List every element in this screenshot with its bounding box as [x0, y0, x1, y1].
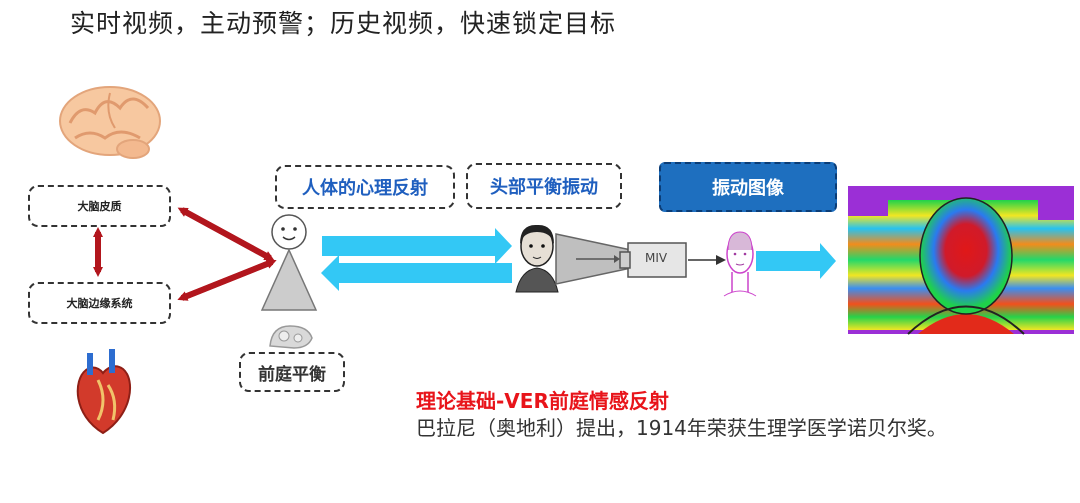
page-title: 实时视频，主动预警；历史视频，快速锁定目标: [70, 9, 617, 38]
camera-icon: [619, 242, 687, 278]
cortex-label: 大脑皮质: [77, 200, 122, 213]
cortex-box: 大脑皮质: [28, 185, 171, 227]
theory-title: 理论基础-VER前庭情感反射: [416, 389, 669, 413]
limbic-label: 大脑边缘系统: [66, 297, 133, 310]
psych-reflex-box: 人体的心理反射: [275, 165, 455, 209]
psych-reflex-label: 人体的心理反射: [302, 178, 428, 199]
brain-icon: [59, 86, 161, 159]
person-figure: [260, 214, 318, 311]
vestibular-box: 前庭平衡: [239, 352, 345, 392]
theory-description: 巴拉尼（奥地利）提出，1914年荣获生理学医学诺贝尔奖。: [416, 416, 947, 440]
vestibular-label: 前庭平衡: [258, 364, 326, 385]
vibration-image-box: 振动图像: [659, 162, 837, 212]
head-sketch: [723, 231, 757, 297]
vibration-image-label: 振动图像: [712, 178, 784, 199]
inner-ear-icon: [269, 325, 313, 349]
vibraimage-picture: [848, 186, 1074, 335]
camera-to-head-arrow: [688, 255, 726, 265]
woman-portrait: [515, 224, 559, 293]
head-balance-label: 头部平衡振动: [490, 177, 598, 198]
heart-icon: [76, 349, 131, 435]
head-balance-box: 头部平衡振动: [466, 163, 622, 209]
miv-label: MIV: [645, 251, 668, 265]
limbic-box: 大脑边缘系统: [28, 282, 171, 324]
